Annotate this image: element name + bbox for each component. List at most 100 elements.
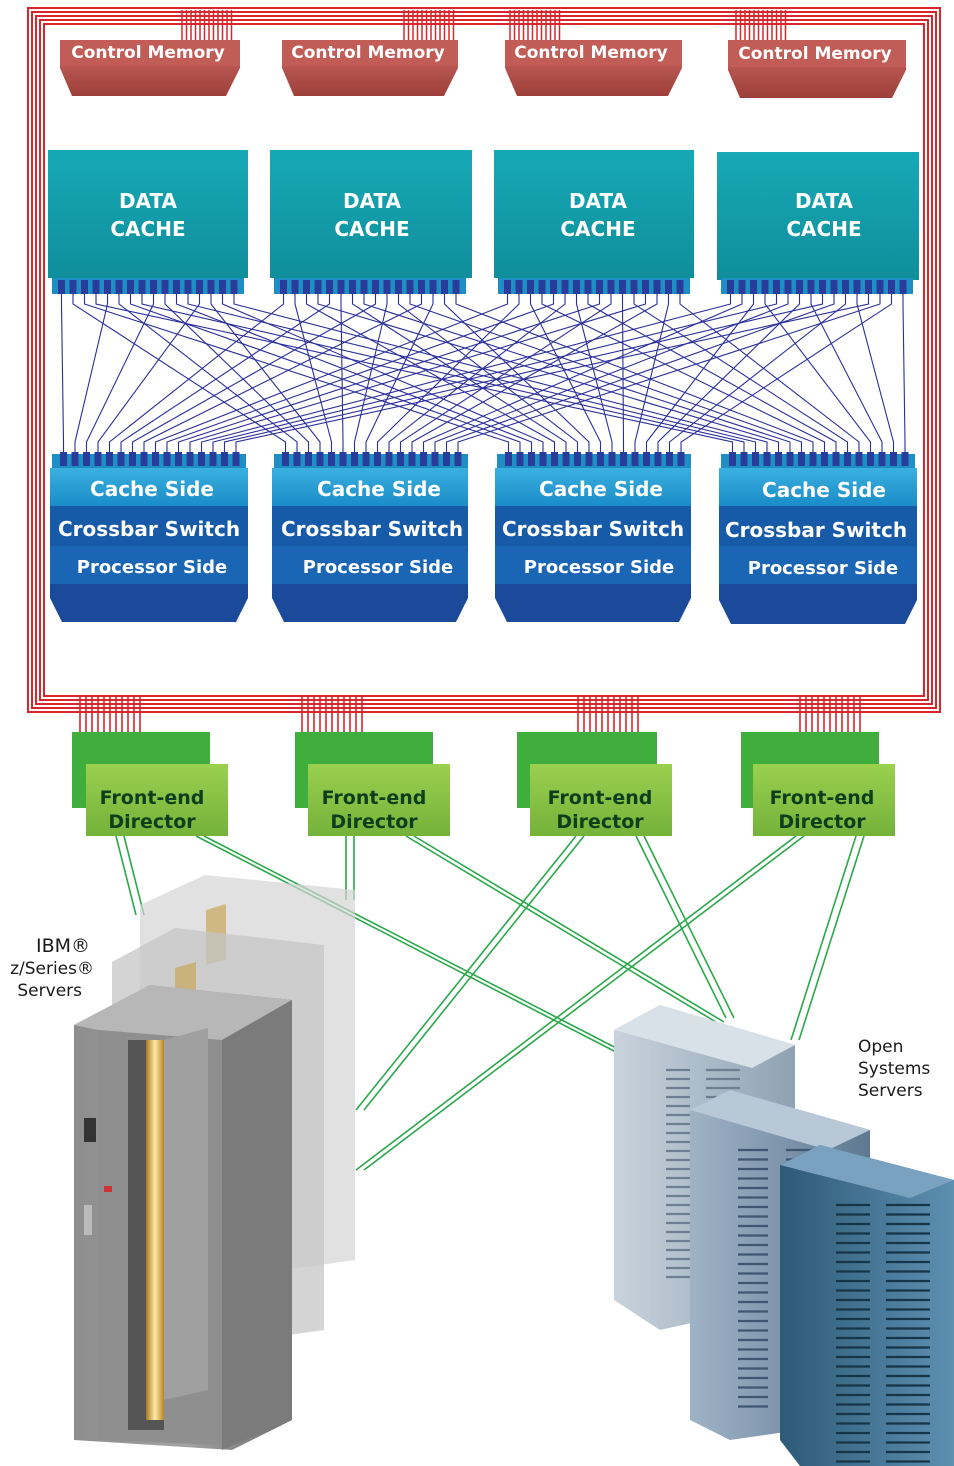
crossbar-switch-1: Cache Side Crossbar Switch Processor Sid… [50,468,248,622]
crossbar-link [97,294,201,452]
crossbar-link [177,294,601,452]
host-link-line [195,835,617,1053]
cache-pin [184,280,192,294]
switch-pin [351,452,358,466]
crossbar-switch-label: Crossbar Switch [725,518,907,542]
cache-pin [830,280,838,294]
crossbar-link [388,294,566,452]
crossbar-link [633,294,849,452]
crossbar-switch-3: Cache Side Crossbar Switch Processor Sid… [495,468,691,622]
host-link-line [363,835,585,1111]
frame-line [43,23,925,697]
switch-pin [305,452,312,466]
switch-pin [631,452,639,466]
data-cache-label-line1: DATA [569,189,628,213]
processor-side-label: Processor Side [303,557,453,578]
switch-pin [282,452,289,466]
cache-pin [738,280,746,294]
crossbar-link [529,294,602,452]
switch-pin [890,452,897,466]
cache-pin [853,280,861,294]
switch-pin [752,452,759,466]
switch-pin [163,452,171,466]
switch-pin [129,452,136,466]
cache-side-label: Cache Side [539,477,663,501]
switch-pin [339,452,347,466]
switch-pin [654,452,662,466]
host-link-line [355,835,577,1111]
frame-line [39,19,929,701]
switch-pin [420,452,427,466]
front-end-director-1: Front-end Director [72,732,228,836]
crossbar-link [810,294,883,452]
crossbar-link [457,294,881,452]
control-memory-label: Control Memory [514,43,668,63]
cache-pin [127,280,134,294]
crossbar-link [634,294,670,452]
switch-pin [454,452,462,466]
cache-pin [773,280,780,294]
switch-pin [855,452,863,466]
director-label-line1: Front-end [100,787,205,809]
ibm-servers-label-line3: Servers [17,981,82,1001]
cache-pin [607,280,615,294]
switch-pin [539,452,547,466]
cache-pin [653,280,661,294]
switch-pin [832,452,840,466]
crossbar-link [645,294,755,452]
crossbar-link [679,294,860,452]
front-end-director-2: Front-end Director [295,732,450,836]
cache-pin [138,280,146,294]
cache-pin [550,280,557,294]
switch-pin [729,452,736,466]
cache-pin [280,280,287,294]
cache-pin [441,280,448,294]
cache-pin [150,280,157,294]
cache-side-label: Cache Side [317,477,441,501]
host-link-line [405,835,717,1023]
cache-pin [899,280,907,294]
crossbar-link [587,294,837,452]
cache-pin [819,280,826,294]
crossbar-link [621,294,625,452]
crossbar-link [164,294,310,452]
cache-pin [383,280,391,294]
cache-pin [196,280,203,294]
crossbar-link [189,294,647,452]
cache-pin [676,280,684,294]
crossbar-link [166,294,555,452]
cache-pin [573,280,580,294]
cache-pin [630,280,638,294]
cache-pin [360,280,368,294]
switch-pin [293,452,301,466]
switch-connector-strip [721,454,915,468]
crossbar-link [411,294,658,452]
switch-pin [775,452,782,466]
cache-connector-strip [498,278,690,294]
cache-pin [161,280,169,294]
crossbar-link [108,294,285,452]
switch-pin [106,452,113,466]
switch-pin [551,452,558,466]
cache-pin [642,280,649,294]
switch-pin [867,452,874,466]
open-servers-label-line3: Servers [858,1081,923,1101]
switch-pin [316,452,324,466]
crossbar-switch-4: Cache Side Crossbar Switch Processor Sid… [719,468,917,624]
data-cache-label-line1: DATA [343,189,402,213]
crossbar-link [657,294,801,452]
switch-pin [232,452,240,466]
host-link-line [363,835,805,1171]
processor-side-label: Processor Side [77,557,227,578]
cache-connector-strip [274,278,466,294]
frame-line [27,7,941,713]
crossbar-link [680,294,893,452]
switch-pin [198,452,205,466]
host-link-line [115,835,137,916]
cache-pin [665,280,672,294]
cache-pin [314,280,322,294]
data-cache-label-line2: CACHE [334,217,409,241]
cache-pin [750,280,757,294]
crossbar-link [118,294,298,452]
